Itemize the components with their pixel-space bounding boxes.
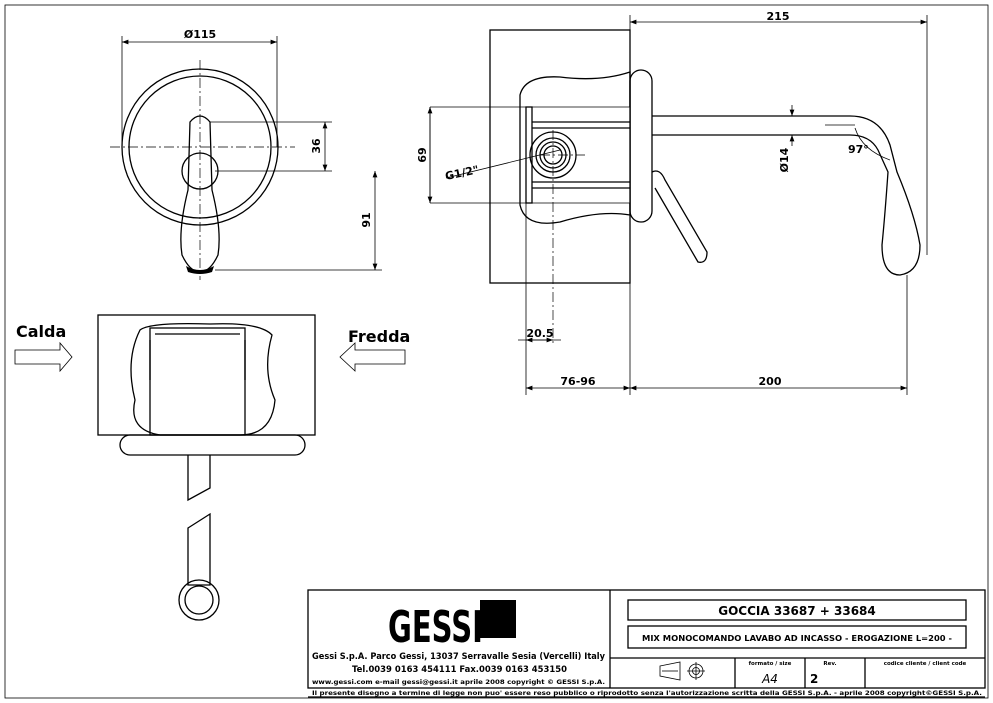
- dim-215: 215: [767, 10, 790, 23]
- label-cold: Fredda: [348, 327, 410, 346]
- company-phone: Tel.0039 0163 454111 Fax.0039 0163 45315…: [352, 665, 567, 675]
- dim-diameter-14: Ø14: [778, 147, 791, 172]
- dim-angle-97: 97°: [848, 143, 869, 156]
- rev-value: 2: [810, 672, 818, 686]
- side-view: 69 G1/2" 215 Ø14 97° 20.5 76-96 200: [416, 10, 928, 395]
- rev-label: Rev.: [823, 661, 836, 667]
- dim-thread: G1/2": [444, 163, 480, 183]
- dim-69: 69: [416, 147, 429, 162]
- dim-diameter-115: Ø115: [184, 28, 216, 41]
- format-label: formato / size: [749, 661, 792, 667]
- company-web: www.gessi.com e-mail gessi@gessi.it apri…: [312, 678, 605, 686]
- label-hot: Calda: [16, 322, 66, 341]
- top-view: Calda Fredda: [14, 314, 410, 621]
- dim-91: 91: [360, 212, 373, 227]
- sheet-border: [4, 4, 989, 699]
- dim-20-5: 20.5: [526, 327, 553, 340]
- dim-36: 36: [310, 138, 323, 154]
- front-view: Ø115 36 91: [110, 28, 382, 280]
- title-block: GESSI Gessi S.p.A. Parco Gessi, 13037 Se…: [307, 589, 986, 698]
- format-value: A4: [761, 672, 778, 686]
- projection-symbol-icon: [659, 661, 705, 681]
- product-title: GOCCIA 33687 + 33684: [718, 604, 876, 618]
- logo-text: GESSI: [388, 601, 483, 652]
- product-description: MIX MONOCOMANDO LAVABO AD INCASSO - EROG…: [642, 634, 952, 643]
- dim-200: 200: [759, 375, 782, 388]
- client-code-label: codice cliente / client code: [884, 661, 967, 667]
- dim-76-96: 76-96: [560, 375, 596, 388]
- company-address: Gessi S.p.A. Parco Gessi, 13037 Serraval…: [312, 652, 605, 662]
- footer-notice: Il presente disegno a termine di legge n…: [312, 691, 982, 697]
- gessi-logo: GESSI: [388, 600, 516, 652]
